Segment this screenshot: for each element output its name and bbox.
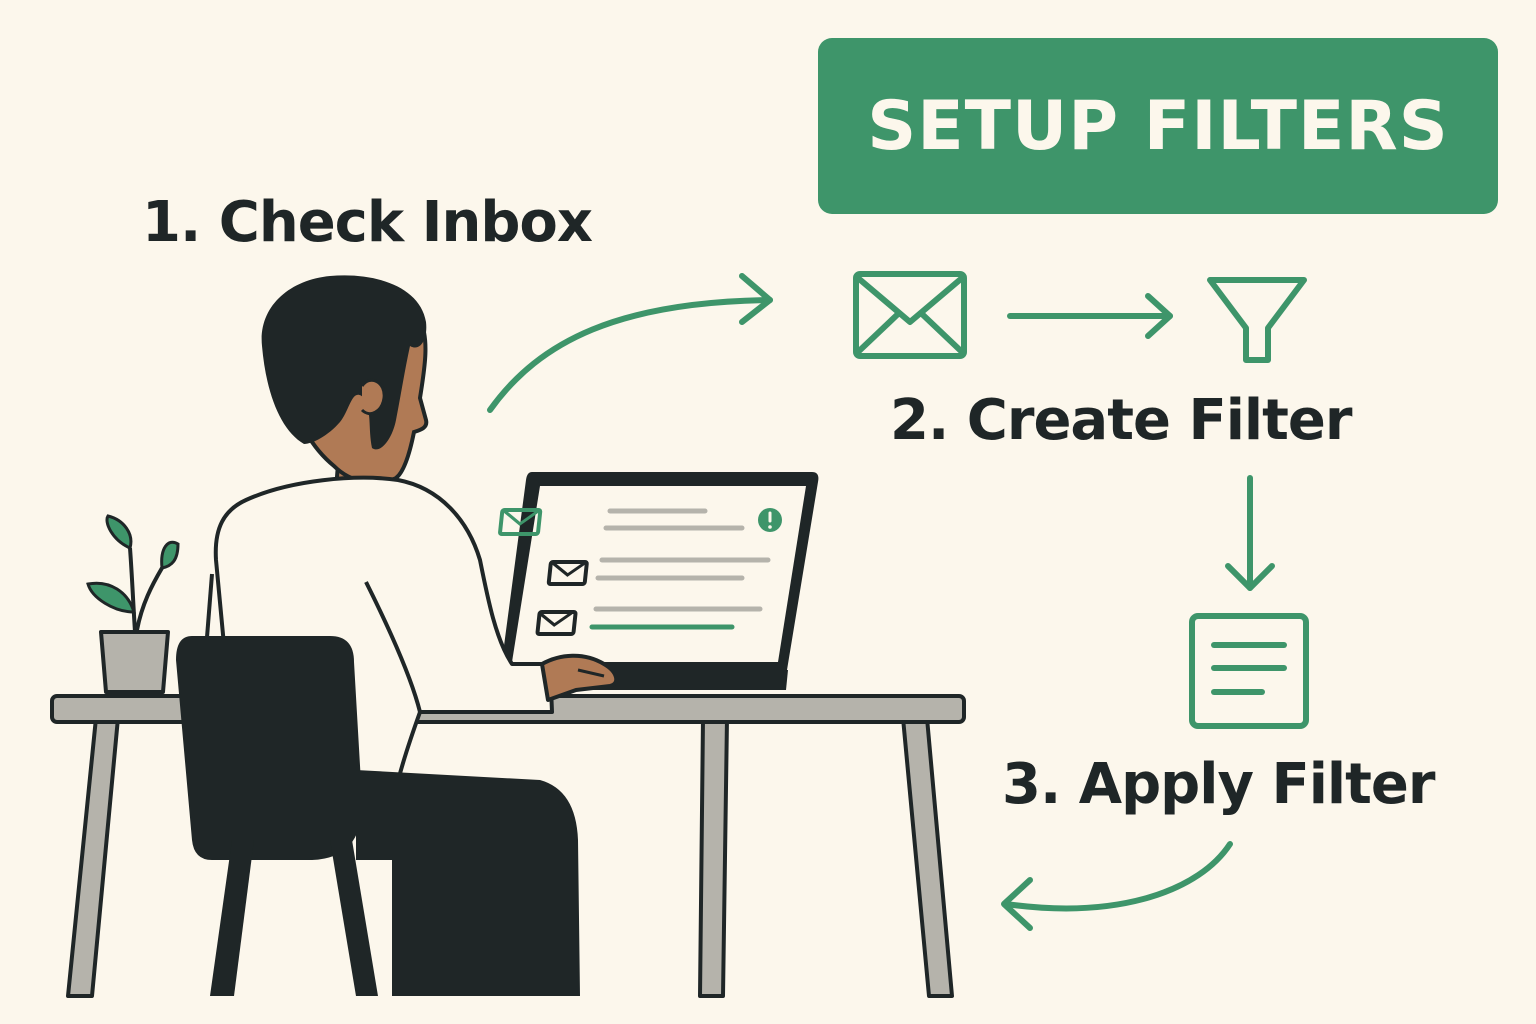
envelope-icon [853,271,967,359]
step-apply-filter: 3. Apply Filter [1002,752,1435,817]
desk-legs [66,716,954,998]
funnel-icon [1207,277,1307,363]
arrow-to-inbox [487,273,773,413]
screen-email-row [546,557,771,586]
arrow-to-document [1225,475,1275,591]
step-check-inbox: 1. Check Inbox [142,190,593,255]
arrow-to-filter [1007,293,1173,339]
screen-email-row [498,508,782,536]
plant-icon [86,514,180,694]
laptop-icon [496,472,819,690]
screen-email-row [535,606,763,636]
arrow-return [1001,841,1233,931]
step-create-filter: 2. Create Filter [890,388,1352,453]
document-icon [1189,613,1309,729]
page-title: SETUP FILTERS [867,86,1449,166]
title-banner: SETUP FILTERS [818,38,1498,214]
chair [176,636,580,996]
